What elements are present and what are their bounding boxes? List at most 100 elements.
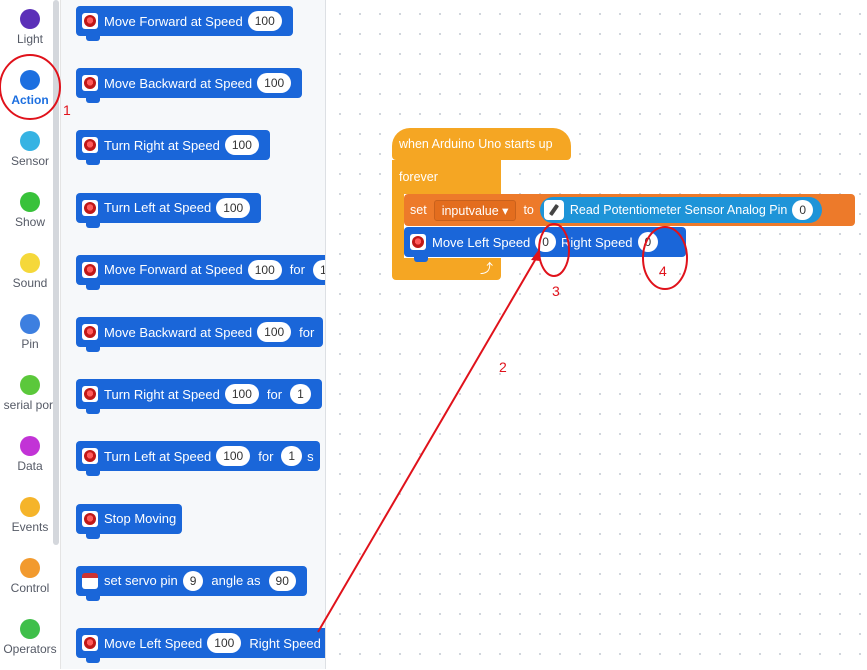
hat-label: when Arduino Uno starts up (399, 137, 553, 151)
action-dot-icon (20, 70, 40, 90)
move-left-label: Move Left Speed (432, 234, 531, 250)
serial-port-dot-icon (20, 375, 40, 395)
category-label: Sensor (10, 154, 50, 168)
palette-value-input[interactable]: 90 (268, 570, 296, 591)
annotation-3: 3 (552, 283, 560, 299)
palette-block-label: Move Backward at Speed (104, 75, 253, 91)
palette-value-input[interactable]: 100 (216, 197, 251, 218)
set-variable-block[interactable]: set inputvalue ▾ to Read Potentiometer S… (404, 194, 855, 226)
robot-icon (82, 510, 98, 527)
pin-dot-icon (20, 314, 40, 334)
palette-block-label: angle as (211, 573, 261, 589)
robot-icon (82, 448, 98, 465)
palette-value-input[interactable]: 100 (247, 259, 282, 280)
category-label: Pin (21, 337, 39, 351)
sensor-dot-icon (20, 131, 40, 151)
events-dot-icon (20, 497, 40, 517)
variable-dropdown[interactable]: inputvalue ▾ (433, 199, 517, 221)
move-left-right-speed-block[interactable]: Move Left Speed 0 Right Speed 0 (404, 227, 686, 262)
potentiometer-icon (543, 200, 564, 220)
category-light[interactable]: Light (0, 0, 60, 60)
palette-block-label: Move Backward at Speed (104, 324, 253, 340)
palette-block-label: s (307, 448, 314, 464)
category-label: Events (11, 520, 49, 534)
robot-icon (82, 386, 98, 403)
palette-block-label: Turn Left at Speed (104, 200, 212, 216)
category-show[interactable]: Show (0, 183, 60, 243)
palette-value-input[interactable]: 9 (182, 570, 204, 591)
palette-block-label: Move Forward at Speed (104, 262, 243, 278)
when-start-hat-block[interactable]: when Arduino Uno starts up (392, 128, 571, 160)
to-label: to (523, 203, 534, 217)
category-label: Light (16, 32, 44, 46)
category-sensor[interactable]: Sensor (0, 122, 60, 182)
palette-block-label: for (299, 324, 315, 340)
robot-icon (82, 635, 98, 651)
category-operators[interactable]: Operators (0, 610, 60, 670)
category-sound[interactable]: Sound (0, 244, 60, 304)
annotation-1: 1 (63, 102, 71, 118)
potentiometer-reporter[interactable]: Read Potentiometer Sensor Analog Pin 0 (539, 197, 823, 223)
robot-icon (82, 13, 98, 29)
palette-value-input[interactable]: 100 (257, 73, 292, 94)
sound-dot-icon (20, 253, 40, 273)
palette-value-input[interactable]: 1 (312, 259, 325, 280)
right-speed-input[interactable]: 0 (637, 232, 659, 252)
palette-value-input[interactable]: 1 (290, 384, 311, 405)
annotation-4: 4 (659, 263, 667, 279)
palette-value-input[interactable]: 100 (207, 633, 242, 653)
category-label: Operators (3, 642, 57, 656)
loop-arrow-icon: ⤴ (479, 261, 493, 276)
category-label: serial port (3, 398, 57, 412)
forever-block[interactable]: forever (392, 160, 501, 194)
palette-value-input[interactable]: 100 (224, 135, 259, 156)
forever-bottom: ⤴ (392, 258, 501, 280)
category-label: Action (11, 93, 49, 107)
palette-block-label: for (289, 262, 305, 278)
script-workspace[interactable] (326, 0, 867, 669)
annotation-2: 2 (499, 359, 507, 375)
robot-icon (82, 261, 98, 278)
category-events[interactable]: Events (0, 488, 60, 548)
category-control[interactable]: Control (0, 549, 60, 609)
category-label: Data (17, 459, 43, 473)
palette-block-label: Move Left Speed (104, 635, 203, 651)
palette-block[interactable]: Stop Moving (76, 503, 183, 539)
left-speed-input[interactable]: 0 (535, 232, 556, 252)
robot-icon (82, 75, 98, 92)
palette-block-label: for (258, 448, 274, 464)
palette-value-input[interactable]: 1 (281, 446, 303, 467)
analog-pin-input[interactable]: 0 (792, 200, 814, 220)
palette-block-label: Move Forward at Speed (104, 13, 243, 29)
category-pin[interactable]: Pin (0, 305, 60, 365)
palette-value-input[interactable]: 100 (216, 446, 251, 467)
palette-value-input[interactable]: 100 (224, 384, 259, 405)
palette-block-label: Right Speed (249, 635, 321, 651)
forever-arm (392, 194, 404, 260)
category-action[interactable]: Action (0, 61, 60, 121)
reporter-label: Read Potentiometer Sensor Analog Pin (569, 203, 788, 217)
category-data[interactable]: Data (0, 427, 60, 487)
palette-block-label: set servo pin (104, 573, 178, 589)
category-serial-port[interactable]: serial port (0, 366, 60, 426)
right-speed-label: Right Speed (560, 234, 633, 250)
category-scrollbar[interactable] (53, 0, 59, 545)
forever-label: forever (399, 170, 438, 184)
data-dot-icon (20, 436, 40, 456)
robot-icon (82, 199, 98, 216)
palette-value-input[interactable]: 100 (257, 322, 292, 342)
palette-block-label: for (266, 386, 283, 402)
palette-value-input[interactable]: 100 (247, 11, 282, 31)
robot-icon (410, 234, 426, 250)
